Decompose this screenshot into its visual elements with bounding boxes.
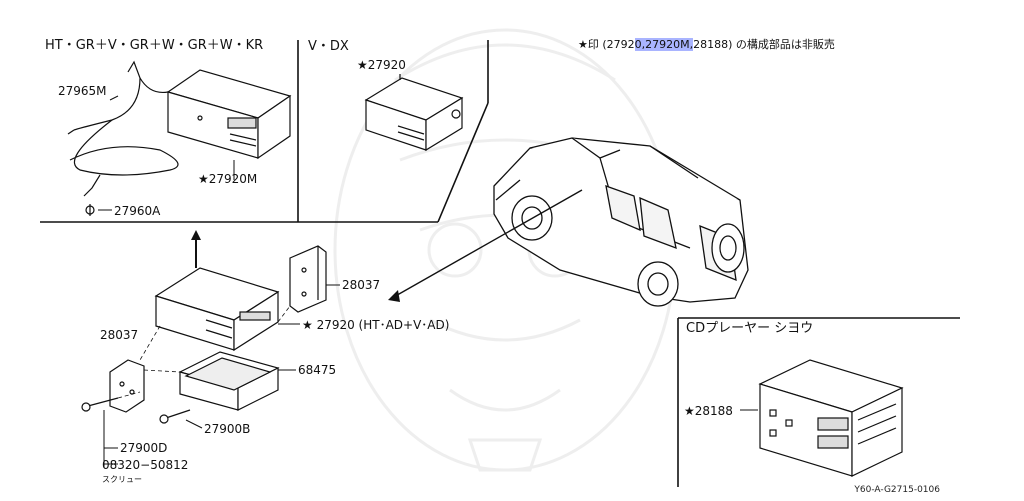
note-suffix: 28188) の構成部品は非販売 — [693, 38, 835, 51]
radio-unit-vdx — [364, 74, 464, 152]
pocket-68475 — [178, 351, 280, 411]
note-highlight: 0,27920M, — [634, 38, 694, 51]
side-bracket-28037 — [109, 359, 145, 413]
part-label-27900d: 27900D — [120, 441, 168, 455]
part-label-28188: ★28188 — [684, 404, 733, 418]
part-label-screw: スクリュー — [102, 475, 142, 484]
part-label-27920-vdx: ★27920 — [357, 58, 406, 72]
panel-title-ht: HT・GR＋V・GR＋W・GR＋W・KR — [45, 38, 264, 53]
part-label-27920-main: ★ 27920 (HT･AD+V･AD) — [302, 318, 450, 332]
part-label-68475: 68475 — [298, 363, 337, 377]
part-label-27965m: 27965M — [58, 84, 107, 98]
radio-unit-ht — [166, 69, 292, 160]
panel-title-vdx: V・DX — [308, 39, 349, 54]
vehicle-illustration — [493, 137, 749, 307]
panel-borders — [40, 40, 960, 487]
vehicle-pointer-arrow — [388, 189, 583, 302]
part-label-27960a: 27960A — [114, 204, 161, 218]
radio-unit-main — [154, 267, 280, 352]
screws — [81, 397, 191, 424]
not-sold-note: ★印 (27920,27920M,28188) の構成部品は非販売 — [578, 38, 835, 52]
part-label-08320: 08320−50812 — [102, 458, 189, 472]
leader-lines-top-left — [98, 95, 235, 211]
part-label-27900b: 27900B — [204, 422, 251, 436]
part-label-28037-side: 28037 — [100, 328, 139, 342]
dashed-guides — [117, 305, 291, 399]
diagram-reference-code: Y60-A-G2715-0106 — [854, 485, 940, 495]
cd-player-unit — [740, 359, 904, 477]
part-label-28037-bracket: 28037 — [342, 278, 381, 292]
antenna-cable — [67, 60, 179, 216]
mounting-bracket-28037 — [289, 245, 327, 313]
up-arrow — [191, 230, 201, 268]
leader-lines-main — [103, 284, 340, 468]
note-prefix: ★印 (2792 — [578, 38, 635, 51]
panel-title-cd-player: CDプレーヤー シヨウ — [686, 321, 814, 336]
part-label-27920m: ★27920M — [198, 172, 258, 186]
